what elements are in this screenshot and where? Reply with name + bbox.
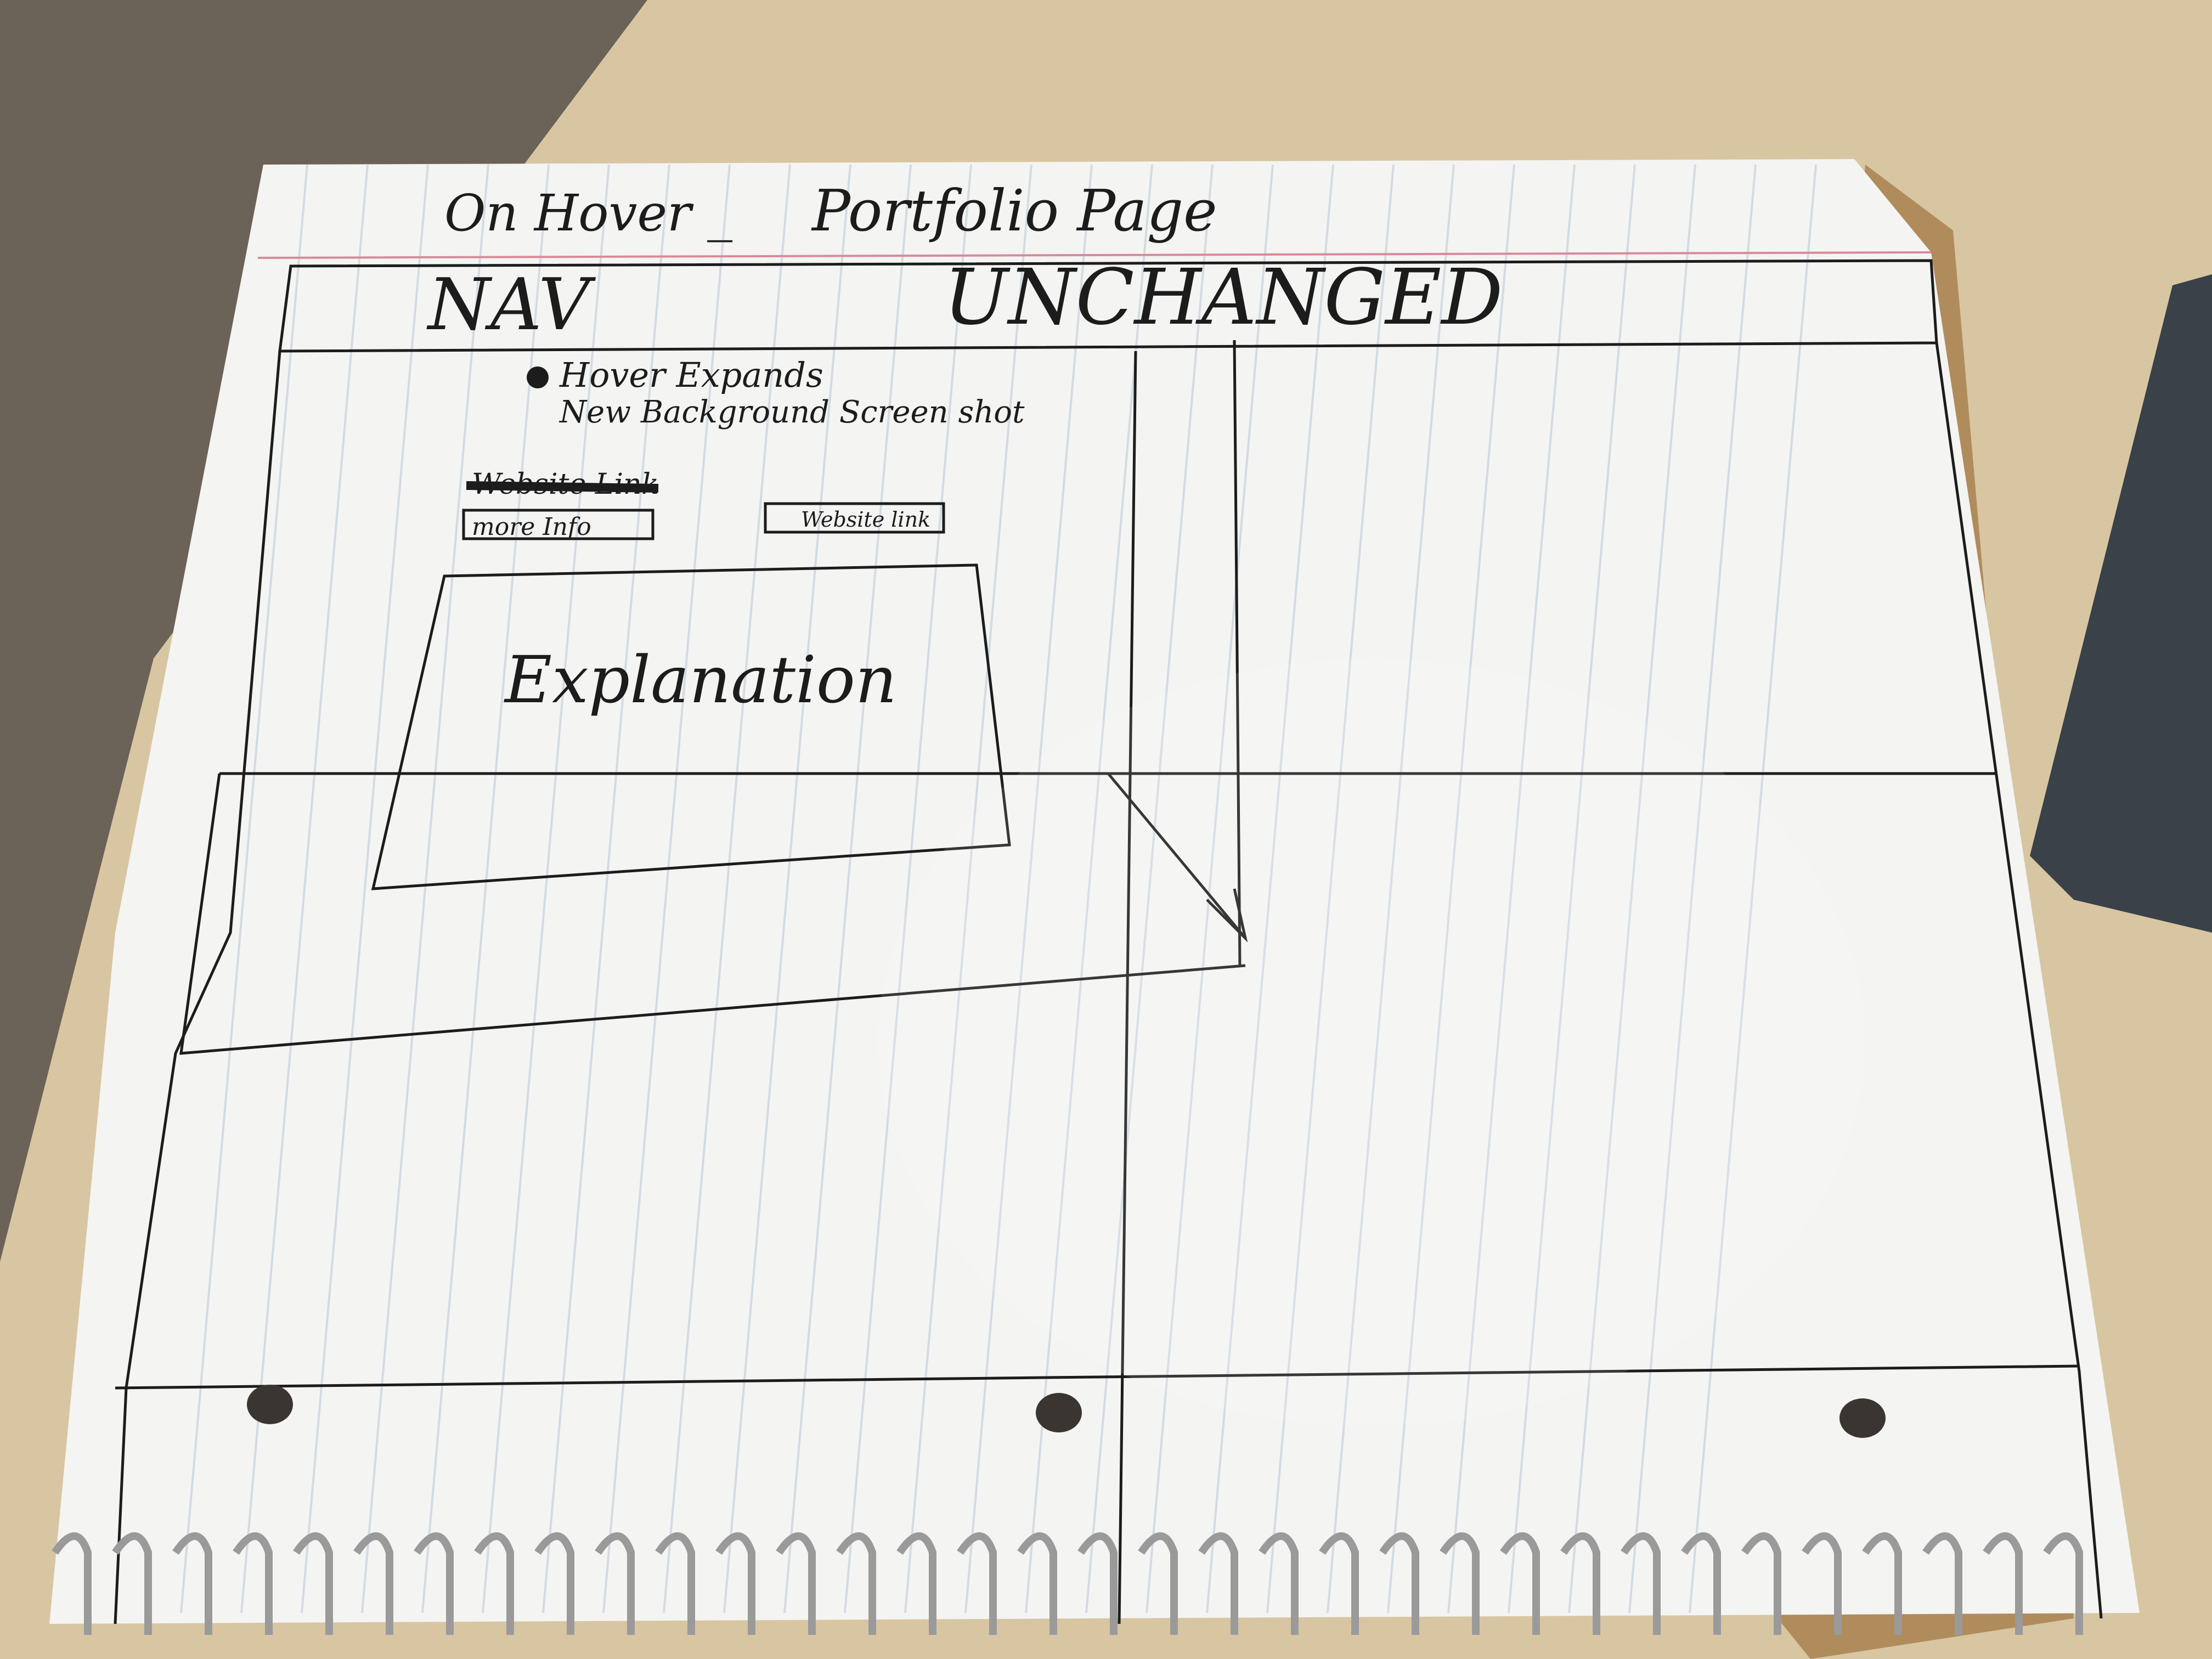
column-divider-right xyxy=(1233,340,1242,966)
expand-arrow xyxy=(1107,772,1246,939)
wireframe-outline xyxy=(114,259,2103,1624)
title-left: On Hover _ xyxy=(444,184,732,242)
explanation-label: Explanation xyxy=(504,642,897,718)
expanded-panel-edge xyxy=(179,773,1246,1055)
notebook-paper xyxy=(49,159,2140,1624)
note-line-2: New Background Screen shot xyxy=(558,394,1025,430)
more-info-box xyxy=(462,509,654,540)
title-right: Portfolio Page xyxy=(811,177,1217,244)
note-line-1: Hover Expands xyxy=(559,355,823,395)
margin-line xyxy=(257,251,1932,259)
website-link-label: Website link xyxy=(801,507,930,532)
spiral-binding xyxy=(52,1532,2083,1635)
punch-hole xyxy=(1839,1398,1886,1438)
explanation-box xyxy=(371,563,1011,890)
expand-arrowhead xyxy=(1206,888,1248,943)
page-outer-frame xyxy=(114,351,281,1624)
column-divider-left xyxy=(1118,351,1137,1624)
light-reflection xyxy=(878,658,1865,1426)
strike-through-mark xyxy=(466,481,659,493)
punch-hole xyxy=(247,1385,293,1424)
more-info-label: more Info xyxy=(472,513,591,541)
nav-label: NAV xyxy=(426,263,596,346)
website-link-box xyxy=(764,502,945,534)
punch-holes xyxy=(247,1385,1886,1438)
nav-status: UNCHANGED xyxy=(944,253,1503,342)
punch-hole xyxy=(1036,1393,1082,1432)
page-outer-frame-right xyxy=(1935,342,2103,1619)
binder xyxy=(2030,274,2212,933)
section-divider-2 xyxy=(115,1364,2080,1390)
note-bullet-icon xyxy=(527,366,549,388)
